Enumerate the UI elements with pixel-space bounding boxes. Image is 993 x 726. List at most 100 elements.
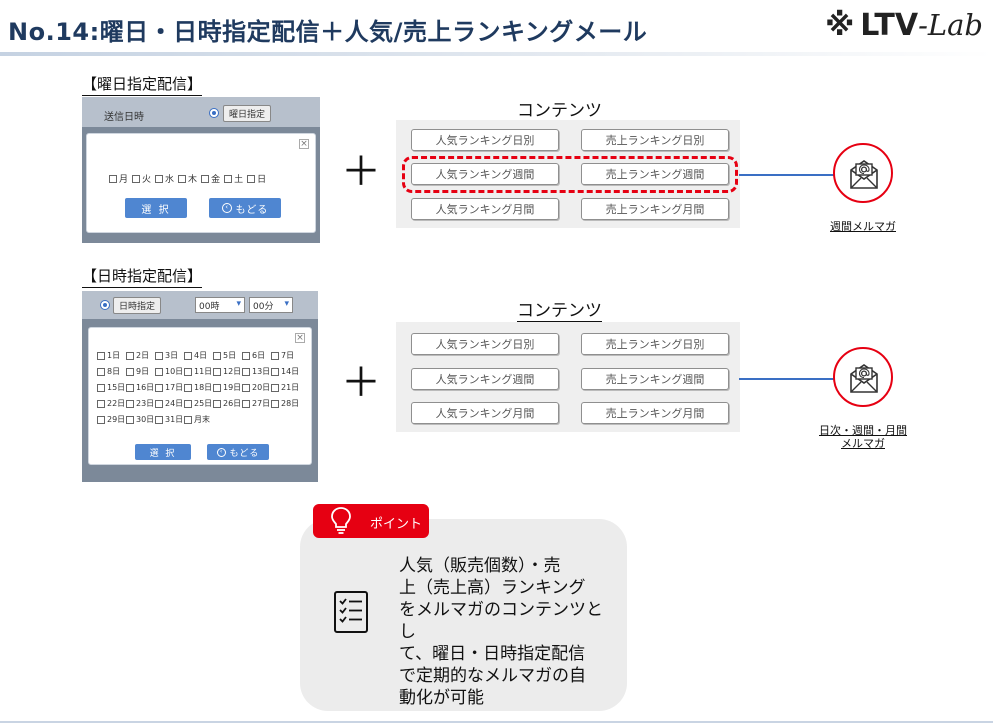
date-option[interactable]: 9日 [126,366,155,377]
checkbox[interactable] [178,174,187,183]
weekday-option[interactable]: 月 [109,172,128,185]
date-option[interactable]: 19日 [213,382,242,393]
date-option[interactable]: 23日 [126,398,155,409]
select-button[interactable]: 選 択 [135,444,191,460]
date-option[interactable]: 6日 [242,350,271,361]
close-icon[interactable]: × [295,333,305,343]
date-option[interactable]: 14日 [271,366,300,377]
date-option[interactable]: 17日 [155,382,184,393]
weekday-mode-button[interactable]: 曜日指定 [223,105,272,122]
checkbox[interactable] [271,399,279,408]
date-option[interactable]: 15日 [97,382,126,393]
chip-popular-weekly[interactable]: 人気ランキング週間 [411,163,559,185]
checkbox[interactable] [155,399,163,408]
chip-popular-daily[interactable]: 人気ランキング日別 [411,333,559,355]
checkbox[interactable] [97,383,105,392]
chip-sales-daily[interactable]: 売上ランキング日別 [581,129,729,151]
back-button[interactable]: ‹ もどる [207,444,269,460]
date-option[interactable]: 30日 [126,414,155,425]
checkbox[interactable] [126,415,134,424]
chip-popular-monthly[interactable]: 人気ランキング月間 [411,402,559,424]
weekday-option[interactable]: 日 [247,172,266,185]
close-icon[interactable]: × [299,139,309,149]
date-option[interactable]: 28日 [271,398,300,409]
datetime-mode-button[interactable]: 日時指定 [113,297,162,314]
weekday-option[interactable]: 木 [178,172,197,185]
checkbox[interactable] [184,383,192,392]
date-option[interactable]: 27日 [242,398,271,409]
checkbox[interactable] [109,174,117,183]
date-option[interactable]: 20日 [242,382,271,393]
date-option[interactable]: 22日 [97,398,126,409]
date-option[interactable]: 4日 [184,350,213,361]
chip-popular-monthly[interactable]: 人気ランキング月間 [411,198,559,220]
checkbox[interactable] [155,367,163,376]
chip-sales-daily[interactable]: 売上ランキング日別 [581,333,729,355]
date-option[interactable]: 10日 [155,366,184,377]
checkbox[interactable] [271,367,279,376]
checkbox[interactable] [213,367,221,376]
date-option[interactable]: 26日 [213,398,242,409]
date-option[interactable]: 16日 [126,382,155,393]
checkbox[interactable] [97,367,105,376]
chip-popular-daily[interactable]: 人気ランキング日別 [411,129,559,151]
checkbox[interactable] [97,399,105,408]
checkbox[interactable] [242,351,250,360]
checkbox[interactable] [213,399,221,408]
checkbox[interactable] [126,383,134,392]
chip-sales-monthly[interactable]: 売上ランキング月間 [581,198,729,220]
checkbox[interactable] [132,174,141,183]
back-button[interactable]: ‹ もどる [209,198,281,218]
date-option[interactable]: 13日 [242,366,271,377]
checkbox[interactable] [97,415,105,424]
checkbox[interactable] [155,351,163,360]
checkbox[interactable] [97,351,105,360]
checkbox[interactable] [201,174,210,183]
checkbox[interactable] [213,351,221,360]
date-option[interactable]: 3日 [155,350,184,361]
checkbox[interactable] [271,383,279,392]
weekday-option[interactable]: 土 [224,172,243,185]
checkbox[interactable] [126,399,134,408]
checkbox[interactable] [184,351,192,360]
minute-select[interactable]: 00分 [249,297,293,313]
datetime-radio[interactable] [100,300,110,310]
date-option[interactable]: 11日 [184,366,213,377]
weekday-option[interactable]: 水 [155,172,174,185]
date-option[interactable]: 12日 [213,366,242,377]
checkbox[interactable] [213,383,221,392]
date-option[interactable]: 25日 [184,398,213,409]
date-option[interactable]: 21日 [271,382,300,393]
checkbox[interactable] [184,367,192,376]
checkbox[interactable] [155,383,163,392]
weekday-option[interactable]: 金 [201,172,220,185]
hour-select[interactable]: 00時 [195,297,245,313]
checkbox[interactable] [242,399,250,408]
date-option[interactable]: 7日 [271,350,300,361]
date-option[interactable]: 24日 [155,398,184,409]
checkbox[interactable] [247,174,256,183]
weekday-option[interactable]: 火 [132,172,151,185]
checkbox[interactable] [155,174,164,183]
weekday-radio[interactable] [209,108,219,118]
checkbox[interactable] [184,399,192,408]
checkbox[interactable] [126,367,134,376]
chip-sales-weekly[interactable]: 売上ランキング週間 [581,163,729,185]
checkbox[interactable] [271,351,279,360]
date-option[interactable]: 29日 [97,414,126,425]
date-option[interactable]: 31日 [155,414,184,425]
checkbox[interactable] [155,415,163,424]
checkbox[interactable] [242,383,250,392]
checkbox[interactable] [242,367,250,376]
checkbox[interactable] [184,415,192,424]
checkbox[interactable] [224,174,233,183]
date-option[interactable]: 2日 [126,350,155,361]
chip-sales-weekly[interactable]: 売上ランキング週間 [581,368,729,390]
select-button[interactable]: 選 択 [125,198,187,218]
chip-sales-monthly[interactable]: 売上ランキング月間 [581,402,729,424]
date-option[interactable]: 5日 [213,350,242,361]
chip-popular-weekly[interactable]: 人気ランキング週間 [411,368,559,390]
date-option[interactable]: 8日 [97,366,126,377]
date-option[interactable]: 18日 [184,382,213,393]
date-option[interactable]: 月末 [184,414,213,425]
